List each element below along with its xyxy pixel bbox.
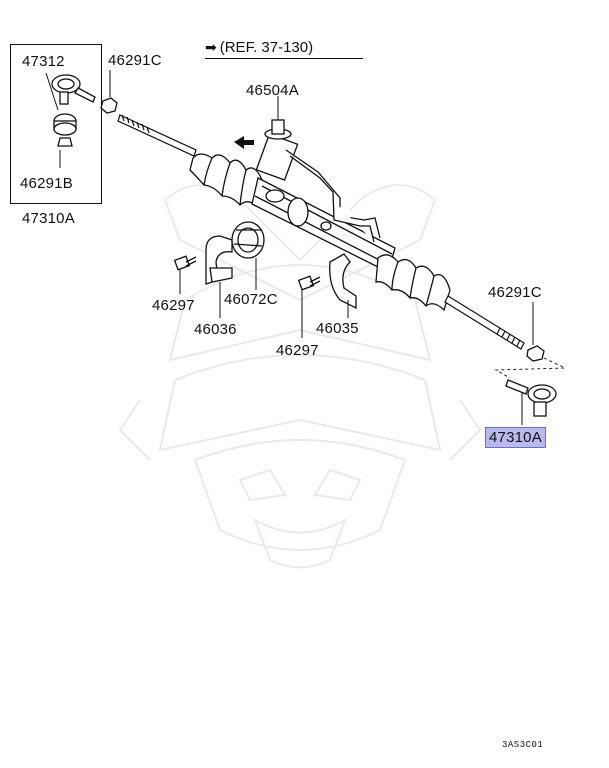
direction-arrow-icon (234, 136, 254, 149)
part-label-47310A-right-highlighted[interactable]: 47310A (485, 427, 546, 448)
tie-rod-left (117, 114, 197, 157)
tie-rod-end-47312 (51, 74, 96, 147)
bushing-46072C (231, 221, 265, 290)
part-label-46504A[interactable]: 46504A (246, 82, 299, 99)
reference-underline (205, 58, 363, 59)
part-label-47312[interactable]: 47312 (22, 53, 65, 70)
reference-link[interactable]: ➡(REF. 37-130) (205, 40, 313, 55)
part-label-46291C-top[interactable]: 46291C (108, 52, 162, 69)
nut-46291C-top (100, 70, 118, 114)
diagram-code: 3AS3C01 (502, 740, 544, 750)
samurai-helmet-watermark-icon (118, 184, 482, 569)
part-label-46036[interactable]: 46036 (194, 321, 237, 338)
bolt-46297-left (173, 255, 197, 294)
rack-housing (251, 104, 396, 273)
bolt-46297-mid (297, 275, 321, 338)
tie-rod-end-kit-box (10, 44, 102, 204)
clamp-46036 (205, 235, 233, 318)
reference-text: (REF. 37-130) (219, 39, 314, 56)
part-label-46035[interactable]: 46035 (316, 320, 359, 337)
dashed-connector (494, 357, 566, 379)
arrow-right-icon: ➡ (205, 39, 217, 55)
part-label-46072C[interactable]: 46072C (224, 291, 278, 308)
leader-lines-left-box (45, 72, 61, 168)
part-label-46297-mid[interactable]: 46297 (276, 342, 319, 359)
part-label-46291B[interactable]: 46291B (20, 175, 73, 192)
nut-46291C-right (526, 302, 545, 362)
tie-rod-right (444, 295, 525, 350)
part-label-47310A-left[interactable]: 47310A (22, 210, 75, 227)
tie-rod-end-right (505, 379, 557, 425)
clamp-46035 (329, 253, 357, 318)
part-label-46291C-right[interactable]: 46291C (488, 284, 542, 301)
boot-right (375, 254, 451, 312)
boot-left (189, 153, 263, 208)
part-label-46297-left[interactable]: 46297 (152, 297, 195, 314)
